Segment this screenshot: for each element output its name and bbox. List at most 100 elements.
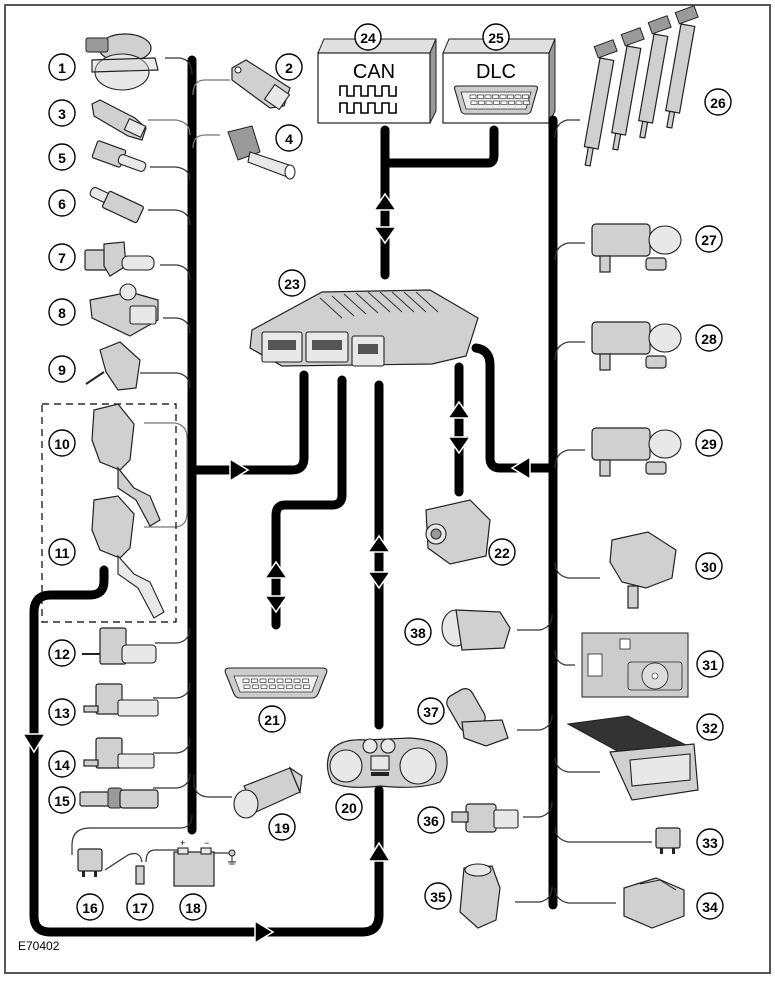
callout-4: 4 bbox=[275, 124, 303, 152]
bidirectional-arrow-alternator bbox=[446, 400, 472, 455]
diagnostic-connector bbox=[224, 667, 328, 699]
output-arrow-left bbox=[510, 455, 531, 481]
callout-circle bbox=[48, 298, 76, 326]
cooling-fan-module bbox=[581, 632, 689, 698]
battery: + − bbox=[173, 838, 236, 887]
callout-12: 12 bbox=[48, 639, 76, 667]
callout-number: 31 bbox=[702, 657, 718, 673]
oil-pressure-switch bbox=[233, 766, 303, 819]
callout-5: 5 bbox=[48, 143, 76, 171]
connector-pin bbox=[285, 678, 292, 683]
callout-number: 14 bbox=[54, 757, 70, 773]
callout-circle bbox=[48, 143, 76, 171]
connector-pin bbox=[477, 94, 484, 99]
callout-circle bbox=[275, 53, 303, 81]
callout-number: 27 bbox=[701, 232, 717, 248]
connector-pin bbox=[269, 684, 276, 689]
callout-number: 35 bbox=[430, 889, 446, 905]
callout-circle bbox=[126, 893, 154, 921]
callout-circle bbox=[417, 806, 445, 834]
callout-circle bbox=[48, 698, 76, 726]
callout-circle bbox=[48, 538, 76, 566]
pressure-switch-sensor bbox=[91, 99, 147, 141]
callout-number: 34 bbox=[702, 899, 718, 915]
callout-circle bbox=[404, 618, 432, 646]
dlc-label: DLC bbox=[476, 61, 516, 83]
callout-10: 10 bbox=[48, 429, 76, 457]
glow-plug-relay bbox=[655, 827, 681, 854]
connector-pin bbox=[522, 94, 529, 99]
callout-number: 33 bbox=[702, 835, 718, 851]
callout-circle bbox=[48, 429, 76, 457]
pressure-sensor bbox=[231, 59, 291, 111]
callout-8: 8 bbox=[48, 298, 76, 326]
callout-6: 6 bbox=[48, 189, 76, 217]
connector-pin bbox=[508, 100, 515, 105]
clutch-switch-2 bbox=[83, 737, 155, 769]
connector-pin bbox=[484, 94, 492, 99]
callout-circle bbox=[48, 99, 76, 127]
callout-circle bbox=[695, 429, 723, 457]
callout-circle bbox=[48, 639, 76, 667]
callout-number: 12 bbox=[54, 646, 70, 662]
connector-pin bbox=[492, 94, 499, 99]
callout-number: 22 bbox=[494, 545, 510, 561]
callout-32: 32 bbox=[696, 713, 724, 741]
connector-pin bbox=[302, 678, 309, 683]
callout-circle bbox=[696, 713, 724, 741]
speed-sensor bbox=[79, 787, 159, 809]
callout-19: 19 bbox=[268, 813, 296, 841]
connector-pin bbox=[259, 678, 267, 683]
accelerator-pedal-sensor-2 bbox=[91, 495, 165, 619]
fuse bbox=[135, 865, 145, 885]
callout-30: 30 bbox=[695, 552, 723, 580]
callout-3: 3 bbox=[48, 99, 76, 127]
callout-25: 25 bbox=[482, 23, 510, 51]
connector-pin bbox=[515, 100, 523, 105]
callout-circle bbox=[278, 269, 306, 297]
callout-number: 29 bbox=[701, 436, 717, 452]
connector-pin bbox=[286, 684, 293, 689]
connector-pin bbox=[469, 94, 477, 99]
callout-36: 36 bbox=[417, 806, 445, 834]
callout-21: 21 bbox=[258, 705, 286, 733]
connector-pin bbox=[523, 100, 530, 105]
diagnostic-connector-icon bbox=[453, 85, 539, 115]
vacuum-solenoid-valve-3 bbox=[591, 427, 682, 477]
callout-number: 6 bbox=[58, 196, 66, 212]
callout-circle bbox=[704, 88, 732, 116]
callout-number: 21 bbox=[264, 712, 280, 728]
engine-control-module bbox=[249, 289, 479, 367]
callout-15: 15 bbox=[48, 786, 76, 814]
callout-14: 14 bbox=[48, 750, 76, 778]
callout-number: 30 bbox=[701, 559, 717, 575]
diagram-frame bbox=[4, 4, 771, 974]
callout-35: 35 bbox=[424, 882, 452, 910]
connector-pin bbox=[507, 94, 514, 99]
connector-pin bbox=[514, 94, 522, 99]
callout-number: 37 bbox=[423, 704, 439, 720]
callout-number: 13 bbox=[54, 705, 70, 721]
callout-34: 34 bbox=[696, 892, 724, 920]
callout-circle bbox=[48, 355, 76, 383]
callout-circle bbox=[696, 892, 724, 920]
vacuum-solenoid-valve-1 bbox=[591, 223, 682, 273]
callout-circle bbox=[695, 225, 723, 253]
callout-33: 33 bbox=[696, 828, 724, 856]
connector-pin bbox=[470, 100, 478, 105]
connector-pin bbox=[252, 684, 259, 689]
connector-pin bbox=[243, 684, 251, 689]
can-label: CAN bbox=[353, 61, 395, 83]
connector-pin bbox=[277, 684, 285, 689]
callout-circle bbox=[696, 828, 724, 856]
callout-number: 1 bbox=[58, 60, 66, 76]
callout-31: 31 bbox=[696, 650, 724, 678]
callout-number: 3 bbox=[58, 106, 66, 122]
callout-number: 7 bbox=[58, 250, 66, 266]
callout-circle bbox=[354, 23, 382, 51]
bidirectional-arrow-can bbox=[372, 192, 398, 245]
callout-circle bbox=[695, 552, 723, 580]
callout-18: 18 bbox=[179, 893, 207, 921]
left-input-to-ecm bbox=[187, 370, 309, 475]
callout-circle bbox=[482, 23, 510, 51]
